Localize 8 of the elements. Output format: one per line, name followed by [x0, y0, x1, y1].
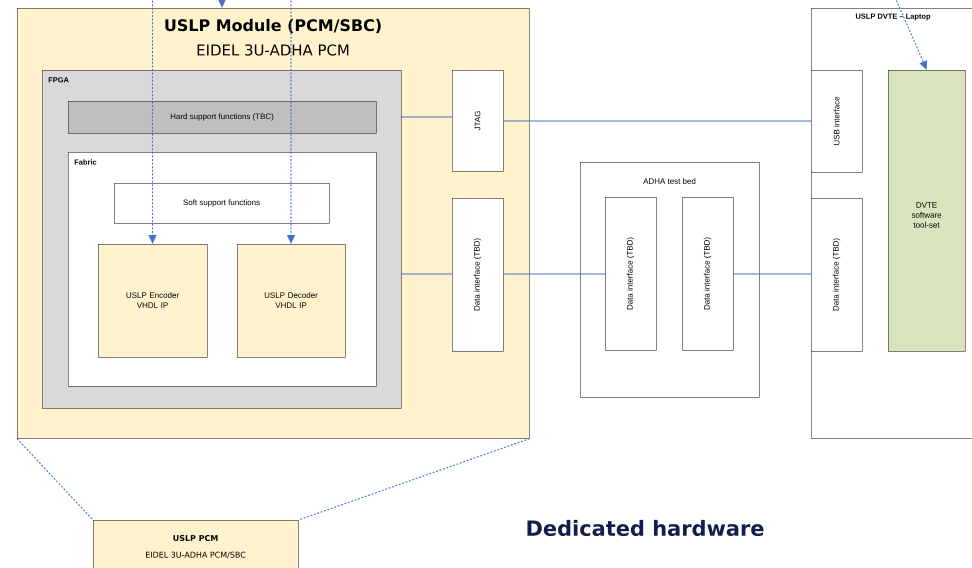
connector-line: [298, 438, 530, 520]
connector-line: [402, 116, 452, 118]
connector-line: [504, 273, 605, 275]
connector-line: [504, 120, 811, 122]
connector-line: [16, 438, 94, 520]
heading: Dedicated hardware: [527, 520, 764, 536]
connector-line: [402, 273, 452, 275]
connector-line: [734, 273, 811, 275]
